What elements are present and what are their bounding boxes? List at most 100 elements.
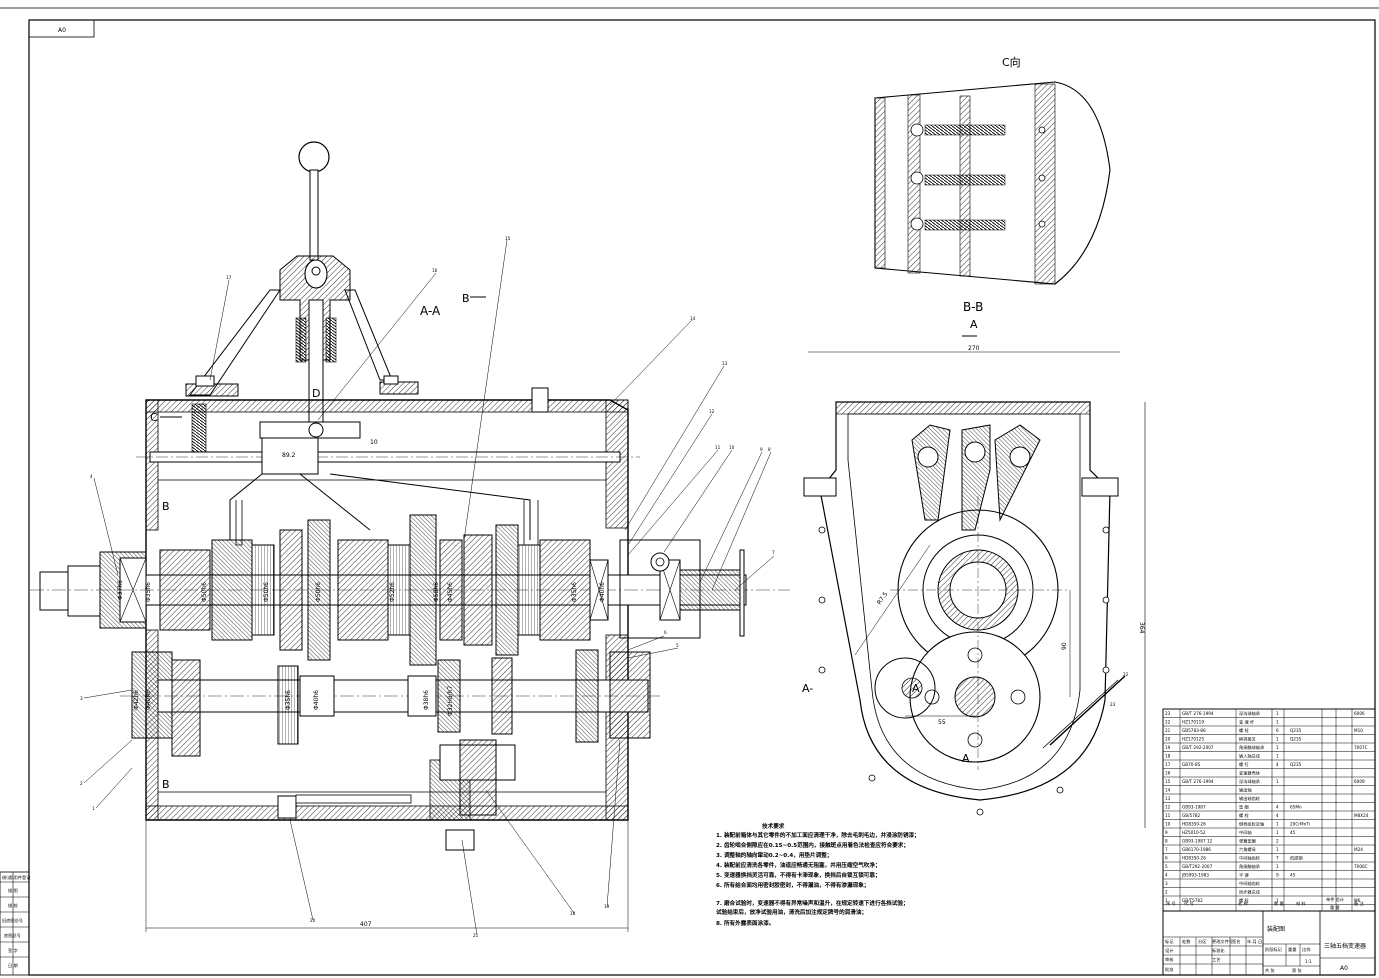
bom-row-no: 5 <box>1165 864 1168 869</box>
tech-req-item-1: 2. 齿轮啮合侧隙应在0.15~0.5范围内，接触斑点用着色法检查应符合要求； <box>716 841 909 849</box>
title-block-label-15: 第 张 <box>1292 967 1303 974</box>
bom-row-no: 12 <box>1165 805 1171 810</box>
bom-row-note: 7007C <box>1354 745 1368 750</box>
bom-row-mat: Q235 <box>1290 762 1302 767</box>
bom-header-note: 备 注 <box>1354 900 1365 907</box>
callout-number: 14 <box>690 316 696 321</box>
callout-number: 5 <box>676 643 679 648</box>
bom-row-name: 中间轴齿轮 <box>1239 880 1261 887</box>
bom-row-code: HZ170119 <box>1182 720 1204 725</box>
side-stamp-column: 借(通)用件登记 描 图 描 校 旧底图总号 底图总号 签 字 日 期 <box>0 871 31 976</box>
title-block-label-14: 共 张 <box>1265 967 1276 974</box>
callout-number: 9 <box>760 447 763 452</box>
marker-a-top: A <box>970 318 978 331</box>
bom-row-note: M24 <box>1354 847 1363 852</box>
bom-row-qty: 1 <box>1276 898 1279 903</box>
bom-row-qty: 7 <box>1276 856 1279 861</box>
bom-row-name: 六角螺母 <box>1239 846 1256 853</box>
bom-row-mat: Q235 <box>1290 728 1302 733</box>
side-label-4: 底图总号 <box>4 932 21 939</box>
bom-row-name: 同步器总成 <box>1239 889 1260 896</box>
title-block-company: 装配图 <box>1267 925 1285 933</box>
bom-row-name: 螺 栓 <box>1239 897 1250 904</box>
tech-req-item-3: 4. 装配前应清洗各零件，油道应畅通无阻塞，并用压缩空气吹净； <box>716 861 881 869</box>
bom-row-mat: Q235 <box>1290 737 1302 742</box>
bom-row-qty: 1 <box>1276 711 1279 716</box>
bom-row-note: M6 <box>1354 898 1361 903</box>
callout-number: 13 <box>722 361 728 366</box>
dia-counter-0: Φ42h6 <box>133 690 140 710</box>
callout-number: 15 <box>505 236 511 241</box>
bom-row-qty: 1 <box>1276 847 1279 852</box>
bom-row-code: GB/T 276-1994 <box>1182 779 1214 784</box>
bom-row-name: 垫 圈 <box>1239 804 1249 811</box>
bom-row-qty: 9 <box>1276 873 1279 878</box>
bom-row-name: 平 键 <box>1239 872 1250 879</box>
gear-lever: D <box>185 141 419 439</box>
marker-b-arrow: B <box>462 292 470 305</box>
bom-row-qty: 1 <box>1276 830 1279 835</box>
bom-row-code: HZ170125 <box>1182 737 1204 742</box>
dia-counter-2: Φ35h6 <box>285 690 292 710</box>
view-c: C向 <box>874 55 1111 285</box>
bom-row-no: 3 <box>1165 881 1168 886</box>
callout-number: 7 <box>772 550 775 555</box>
bom-header-mat: 材 料 <box>1296 900 1307 907</box>
bom-row-note: 6009 <box>1354 779 1365 784</box>
tech-req-item-8: 8. 所有外露表面涂漆。 <box>716 919 774 927</box>
bom-row-name: 螺 钉 <box>1239 761 1250 768</box>
bom-row-name: 倒档齿轮及轴 <box>1239 821 1264 828</box>
bom-row-code: GB/T 276-1994 <box>1182 711 1214 716</box>
bom-row-name: 输出轴齿轮 <box>1239 795 1261 802</box>
technical-requirements: 技术要求 1. 装配前箱体与其它零件的不加工面应清理干净，除去毛刺毛边，并浸涂防… <box>716 822 920 927</box>
bom-header-code: 代 号 <box>1184 900 1194 907</box>
tech-req-item-2: 3. 调整轴的轴向窜动0.2~0.4，用垫片调整； <box>716 851 832 859</box>
title-block-label-5: 年.月.日 <box>1247 938 1262 945</box>
callout-number: 21 <box>473 933 479 938</box>
counter-shaft-assembly: Φ42h6 Φ40h6 Φ35h6 Φ40h6 Φ38h6 Φ32H8/h7 <box>120 649 660 851</box>
callout-number: 16 <box>432 268 438 273</box>
bom-row-no: 20 <box>1165 737 1171 742</box>
bom-row-code: HD8350-26 <box>1182 856 1206 861</box>
marker-b-lower: B <box>162 778 170 791</box>
title-block-drawing-title: 三轴五档变速器 <box>1324 942 1366 950</box>
bom-row-no: 21 <box>1165 728 1171 733</box>
bom-row-code: HD8350-26 <box>1182 822 1206 827</box>
dim-width-bb: 270 <box>968 345 980 352</box>
section-bb-view: B-B A 270 364 <box>802 300 1146 828</box>
bom-row-no: 2 <box>1165 890 1168 895</box>
bom-row-no: 8 <box>1165 839 1168 844</box>
bom-row-name: 变速器壳体 <box>1239 770 1261 777</box>
dia-main-1: Φ35h6 <box>145 582 152 602</box>
bom-row-no: 14 <box>1165 788 1171 793</box>
bom-row-name: 角接触轴承 <box>1239 863 1261 870</box>
callout-number: 22 <box>1123 672 1129 677</box>
sheet-size-label: A0 <box>58 27 66 34</box>
bom-row-mat: 低碳钢 <box>1290 855 1303 862</box>
bom-row-qty: 1 <box>1276 745 1279 750</box>
view-c-label: C向 <box>1002 55 1021 69</box>
title-block-scale: 1:1 <box>1305 959 1312 964</box>
bom-row-no: 11 <box>1165 813 1171 818</box>
title-block-label-2: 分区 <box>1198 938 1206 945</box>
title-block-label-7: 标准化 <box>1212 947 1225 954</box>
bom-row-name: 深沟球轴承 <box>1239 778 1261 785</box>
bom-row-name: 中间轴 <box>1239 829 1252 836</box>
callout-leaders <box>83 239 775 936</box>
callout-number: 12 <box>709 409 715 414</box>
overall-length-dimension: 407 <box>145 820 629 932</box>
bom-row-no: 18 <box>1165 754 1171 759</box>
dia-main-3: Φ50h6 <box>263 582 270 602</box>
bom-row-no: 22 <box>1165 720 1171 725</box>
bom-row-no: 10 <box>1165 822 1171 827</box>
bom-row-qty: 1 <box>1276 864 1279 869</box>
dia-main-8: Φ35h6 <box>571 582 578 602</box>
tech-req-item-6: 7. 磨合试验时，变速器不得有异常噪声和温升，在规定转速下进行各挡试验； <box>716 899 909 907</box>
tech-req-title: 技术要求 <box>762 822 785 830</box>
bom-row-code: GB/5782 <box>1182 813 1201 818</box>
bom-row-no: 4 <box>1165 873 1168 878</box>
tech-req-item-5: 6. 所有结合面均用密封胶密封，不得漏油，不得有渗漏现象； <box>716 881 869 889</box>
bom-row-code: GB5783-86 <box>1182 728 1206 733</box>
side-label-3: 旧底图总号 <box>2 917 23 924</box>
callout-number: 1 <box>92 806 95 811</box>
